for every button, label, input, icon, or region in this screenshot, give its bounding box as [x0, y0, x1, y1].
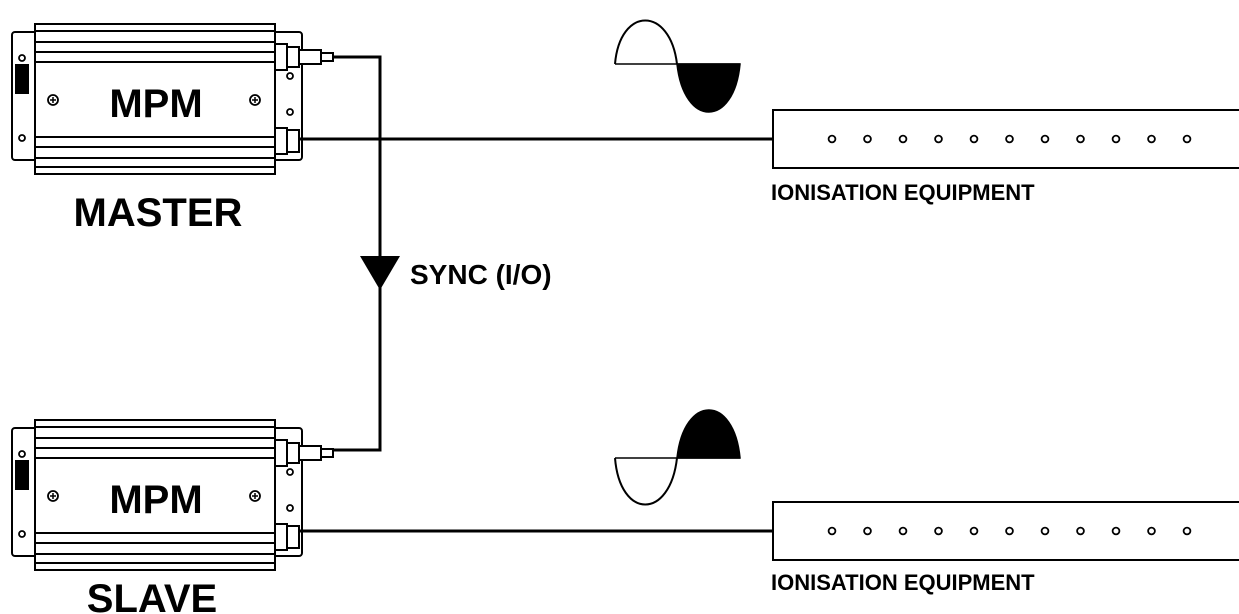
master-emitter-row [827, 134, 1192, 144]
sync-direction-arrow [360, 256, 400, 290]
master-emitter-point [898, 134, 908, 144]
master-equipment-label: IONISATION EQUIPMENT [771, 180, 1035, 205]
slave-emitter-point [934, 526, 943, 536]
master-ionisation-bar [772, 109, 1239, 169]
slave-sync-plug [298, 445, 322, 461]
master-unit-label: MPM [109, 82, 202, 126]
slave-emitter-point [969, 526, 979, 536]
sync-cable [333, 55, 382, 452]
master-mount-hole-tl [18, 54, 26, 62]
slave-unit-label: MPM [109, 478, 202, 522]
slave-output-port [274, 523, 288, 551]
slave-power-switch [15, 460, 29, 490]
slave-body [34, 419, 276, 571]
slave-mount-hole-tr [286, 468, 294, 476]
master-emitter-point [1005, 134, 1014, 144]
slave-emitter-point [1005, 526, 1014, 536]
master-sync-plug [298, 49, 322, 65]
master-emitter-point [1040, 134, 1050, 144]
master-output-port [274, 127, 288, 155]
slave-ionisation-bar [772, 501, 1239, 561]
master-emitter-point [1076, 134, 1085, 144]
sync-label: SYNC (I/O) [410, 259, 552, 290]
slave-emitter-point [1147, 526, 1156, 536]
master-mount-hole-bl [18, 134, 26, 142]
slave-equipment-label: IONISATION EQUIPMENT [771, 570, 1035, 595]
slave-mount-hole-bl [18, 530, 26, 538]
master-mount-hole-tr [286, 72, 294, 80]
slave-sync-port [274, 439, 288, 467]
master-emitter-point [1111, 134, 1121, 144]
master-mount-hole-br [286, 108, 294, 116]
slave-role-label: SLAVE [87, 577, 217, 614]
slave-emitter-point [1076, 526, 1085, 536]
master-role-label: MASTER [74, 191, 243, 235]
master-emitter-point [934, 134, 943, 144]
master-body [34, 23, 276, 175]
slave-mpm-unit: MPM [11, 419, 334, 571]
slave-mount-hole-tl [18, 450, 26, 458]
slave-mount-hole-br [286, 504, 294, 512]
master-emitter-point [863, 134, 872, 144]
slave-emitter-point [1040, 526, 1050, 536]
slave-emitter-point [1182, 526, 1192, 536]
slave-emitter-point [863, 526, 872, 536]
master-emitter-point [827, 134, 837, 144]
master-waveform-icon [614, 19, 741, 113]
master-emitter-point [969, 134, 979, 144]
master-power-switch [15, 64, 29, 94]
slave-emitter-row [827, 526, 1192, 536]
slave-emitter-point [827, 526, 837, 536]
slave-waveform-icon [614, 409, 741, 506]
master-mpm-unit: MPM [11, 23, 334, 175]
slave-emitter-point [1111, 526, 1121, 536]
master-sync-port [274, 43, 288, 71]
master-emitter-point [1182, 134, 1192, 144]
slave-emitter-point [898, 526, 908, 536]
master-emitter-point [1147, 134, 1156, 144]
